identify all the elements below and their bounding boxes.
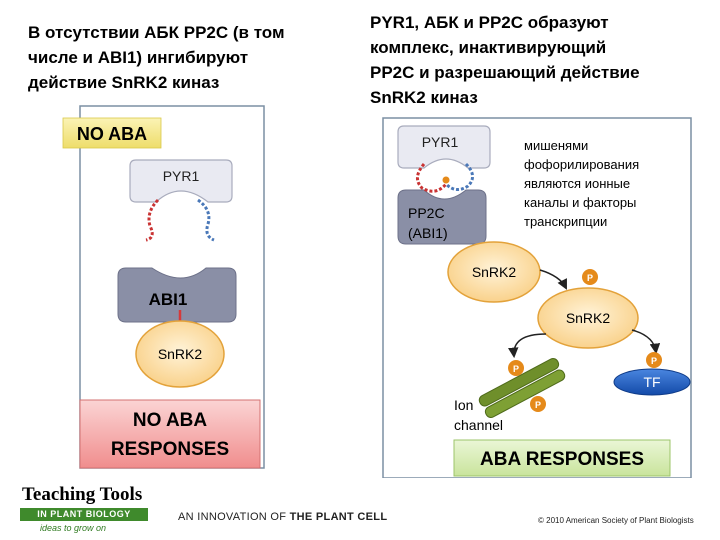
snrk2-kinase-active (537, 287, 639, 349)
annotation-line: фофорилирования (524, 157, 639, 172)
left-heading: В отсутствии АБК PP2C (в том числе и ABI… (28, 20, 348, 95)
pyr1-label-right: PYR1 (422, 134, 459, 150)
left-heading-line: числе и ABI1) ингибируют (28, 48, 249, 67)
phospho-badge (530, 396, 546, 412)
snrk2-kinase-top (447, 241, 541, 303)
left-heading-line: действие SnRK2 киназ (28, 73, 220, 92)
pyr1-strand-blue-left (197, 198, 215, 242)
innovation-journal: THE PLANT CELL (289, 511, 388, 523)
phospho-label: P (651, 356, 657, 366)
no-aba-tag (62, 117, 162, 149)
abi1-label-left: ABI1 (149, 290, 188, 309)
snrk2-label-top: SnRK2 (472, 264, 517, 280)
pyr1-strand-red-right (416, 163, 448, 193)
arrow-to-ion-channel (508, 333, 547, 359)
pyr1-strand-blue-right (444, 162, 474, 191)
pyr1-receptor-left (129, 159, 233, 203)
left-heading-line: В отсутствии АБК PP2C (в том (28, 23, 285, 42)
right-panel-frame (382, 117, 692, 479)
transcription-factor (613, 368, 691, 396)
ion-channel-label: channel (454, 417, 503, 433)
no-aba-responses-line: NO ABA (133, 410, 208, 431)
pyr1-strand-red-left (145, 198, 160, 242)
phospho-badge (646, 352, 662, 368)
right-heading-line: SnRK2 киназ (370, 88, 478, 107)
copyright-notice: © 2010 American Society of Plant Biologi… (538, 516, 694, 525)
abi1-phosphatase-left (117, 267, 237, 323)
snrk2-label-active: SnRK2 (566, 310, 611, 326)
right-heading: PYR1, АБК и PP2C образуют комплекс, инак… (370, 10, 700, 110)
snrk2-kinase-left (135, 320, 225, 388)
innovation-credit: AN INNOVATION OF THE PLANT CELL (178, 511, 387, 523)
aba-molecule (442, 176, 450, 184)
phospho-badge (582, 269, 598, 285)
arrow-to-tf (631, 329, 661, 355)
right-heading-line: PYR1, АБК и PP2C образуют (370, 13, 609, 32)
snrk2-label-left: SnRK2 (158, 346, 203, 362)
no-aba-responses-box (79, 399, 261, 469)
pp2c-label-right: (ABI1) (408, 225, 448, 241)
phospho-badge (508, 360, 524, 376)
phospho-label: P (587, 273, 593, 283)
pyr1-label-left: PYR1 (163, 168, 200, 184)
ion-channel (478, 358, 566, 418)
ion-channel-label: Ion (454, 397, 473, 413)
right-heading-line: комплекс, инактивирующий (370, 38, 607, 57)
innovation-prefix: AN INNOVATION OF (178, 511, 290, 523)
annotation-line: каналы и факторы (524, 195, 636, 210)
no-aba-tag-label: NO ABA (77, 124, 147, 144)
pyr1-receptor-right (397, 125, 491, 169)
teaching-tools-logo-band: IN PLANT BIOLOGY (20, 508, 148, 521)
pp2c-phosphatase-right (397, 189, 487, 245)
annotation-line: мишенями (524, 138, 588, 153)
teaching-tools-logo-title: Teaching Tools (22, 484, 143, 505)
right-heading-line: PP2C и разрешающий действие (370, 63, 640, 82)
no-aba-responses-line: RESPONSES (111, 439, 229, 460)
aba-responses-label: ABA RESPONSES (480, 449, 644, 470)
annotation-line: транскрипции (524, 214, 607, 229)
annotation-line: являются ионные (524, 176, 630, 191)
phospho-label: P (513, 364, 519, 374)
teaching-tools-logo-tagline: ideas to grow on (40, 523, 107, 533)
activation-arrow (539, 269, 567, 290)
pp2c-label-right: PP2C (408, 205, 445, 221)
phospho-label: P (535, 400, 541, 410)
tf-label: TF (643, 374, 660, 390)
aba-responses-box (453, 439, 671, 477)
